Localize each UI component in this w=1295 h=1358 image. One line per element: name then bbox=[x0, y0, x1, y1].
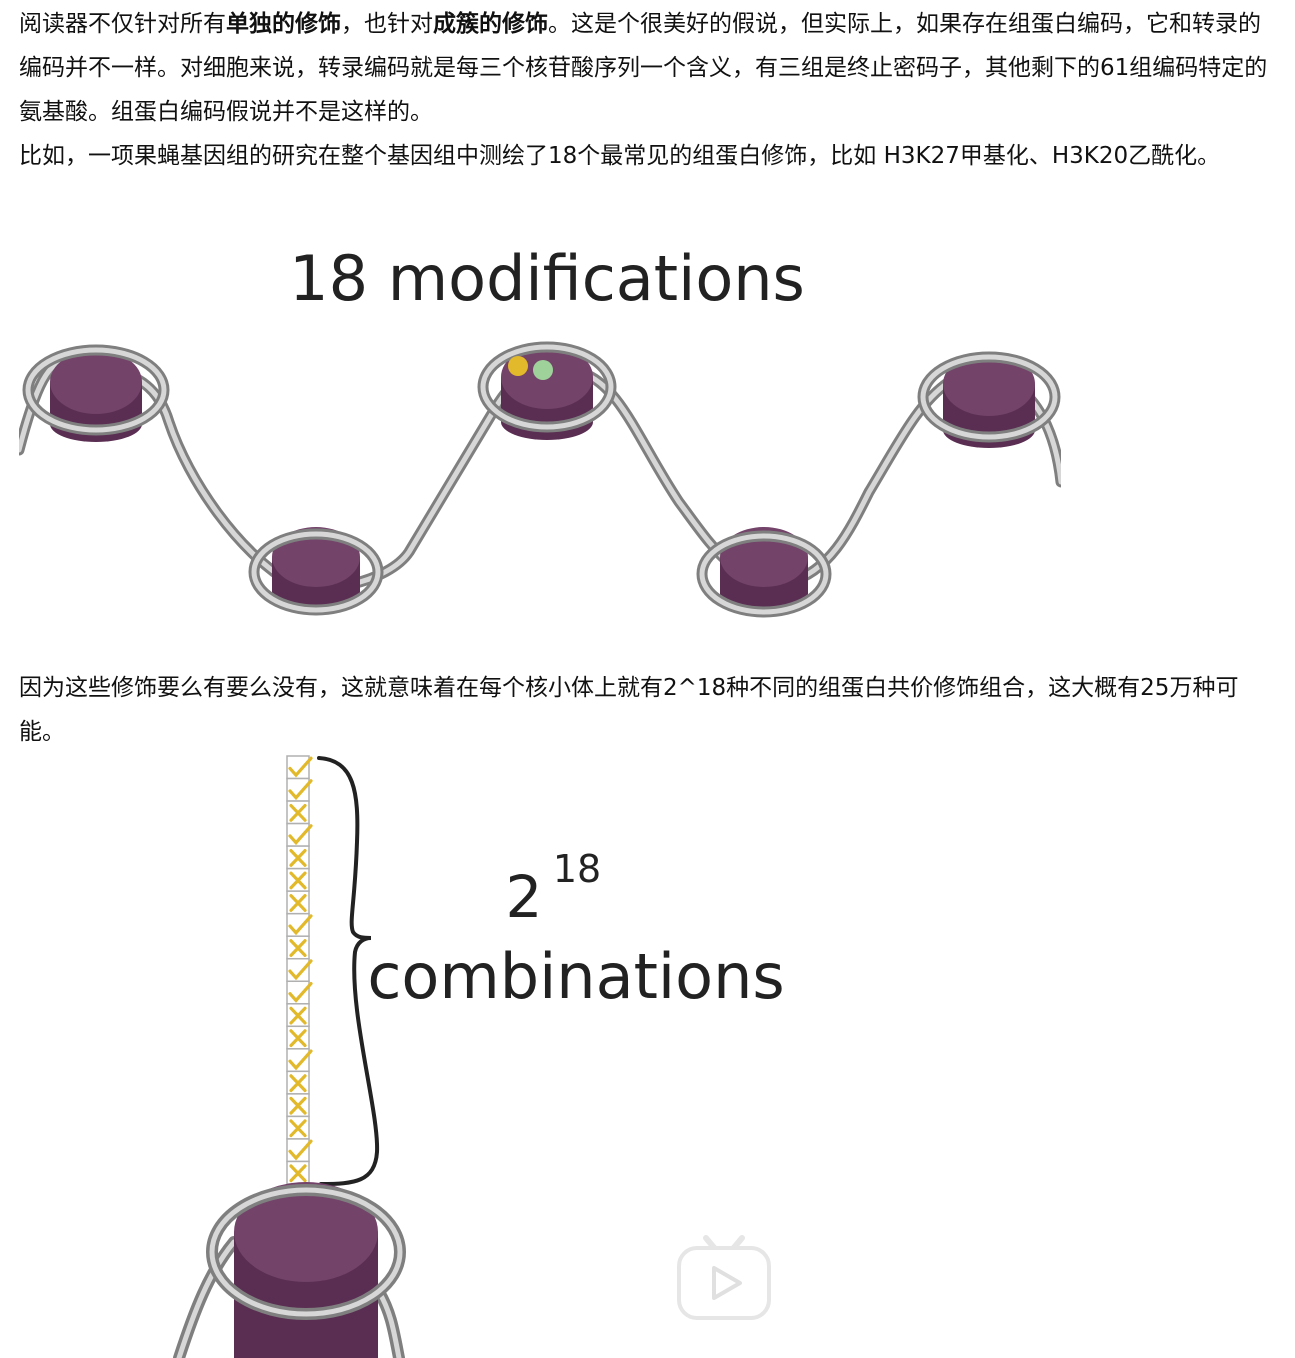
modification-checklist bbox=[286, 755, 313, 1185]
nucleosome bbox=[248, 527, 384, 616]
checkbox-crossed bbox=[286, 867, 310, 892]
combinations-illustration: 2 18 combinations bbox=[173, 755, 785, 1358]
nucleosome-chain-illustration: 18 modifications bbox=[19, 242, 1061, 618]
checkbox-crossed bbox=[286, 1160, 310, 1185]
nucleosome bbox=[173, 1182, 406, 1358]
checkbox-checked bbox=[286, 755, 313, 780]
power-exponent: 18 bbox=[553, 847, 601, 891]
curly-brace bbox=[317, 756, 380, 1186]
paragraph-readers: 阅读器不仅针对所有单独的修饰，也针对成簇的修饰。这是个很美好的假说，但实际上，如… bbox=[19, 2, 1281, 134]
checkbox-checked bbox=[286, 957, 313, 983]
video-play-button[interactable] bbox=[676, 1232, 772, 1322]
checkbox-checked bbox=[286, 777, 313, 802]
combinations-label: combinations bbox=[367, 940, 784, 1013]
nucleosome bbox=[696, 527, 832, 618]
bold-clustered-modifications: 成簇的修饰 bbox=[433, 11, 548, 37]
checkbox-crossed bbox=[286, 800, 310, 825]
checkbox-checked bbox=[286, 912, 313, 937]
play-icon bbox=[677, 1235, 771, 1320]
paragraph-fruit-fly-study: 比如，一项果蝇基因组的研究在整个基因组中测绘了18个最常见的组蛋白修饰，比如 H… bbox=[19, 143, 1221, 169]
checkbox-checked bbox=[286, 1138, 313, 1163]
checkbox-checked bbox=[286, 822, 313, 847]
checkbox-checked bbox=[286, 980, 313, 1005]
checkbox-crossed bbox=[286, 935, 310, 960]
bold-single-modifications: 单独的修饰 bbox=[226, 11, 341, 37]
checkbox-crossed bbox=[286, 845, 310, 870]
checkbox-crossed bbox=[286, 1093, 310, 1118]
nucleosome bbox=[22, 344, 170, 442]
modification-mark-yellow bbox=[508, 356, 528, 376]
figure-combinations: 2 18 combinations bbox=[19, 752, 799, 1358]
power-base: 2 bbox=[506, 863, 543, 931]
modification-mark-green bbox=[533, 360, 553, 380]
figure1-title: 18 modifications bbox=[289, 242, 805, 315]
text-run: 阅读器不仅针对所有 bbox=[19, 11, 226, 37]
figure-nucleosome-chain: 18 modifications bbox=[19, 222, 1061, 652]
nucleosome bbox=[917, 351, 1061, 448]
checkbox-crossed bbox=[286, 1025, 310, 1050]
checkbox-crossed bbox=[286, 1003, 310, 1028]
checkbox-checked bbox=[286, 1048, 313, 1073]
paragraph-combinations: 因为这些修饰要么有要么没有，这就意味着在每个核小体上就有2^18种不同的组蛋白共… bbox=[19, 675, 1239, 745]
checkbox-crossed bbox=[286, 890, 310, 915]
nucleosome-modified bbox=[477, 341, 617, 440]
checkbox-crossed bbox=[286, 1070, 310, 1095]
text-run: 。这是个很美好的假说，但实际上，如果存在组蛋白编码，它和转录的编码并不一样。对细… bbox=[19, 11, 1268, 125]
text-run: ，也针对 bbox=[341, 11, 433, 37]
checkbox-crossed bbox=[286, 1115, 310, 1140]
